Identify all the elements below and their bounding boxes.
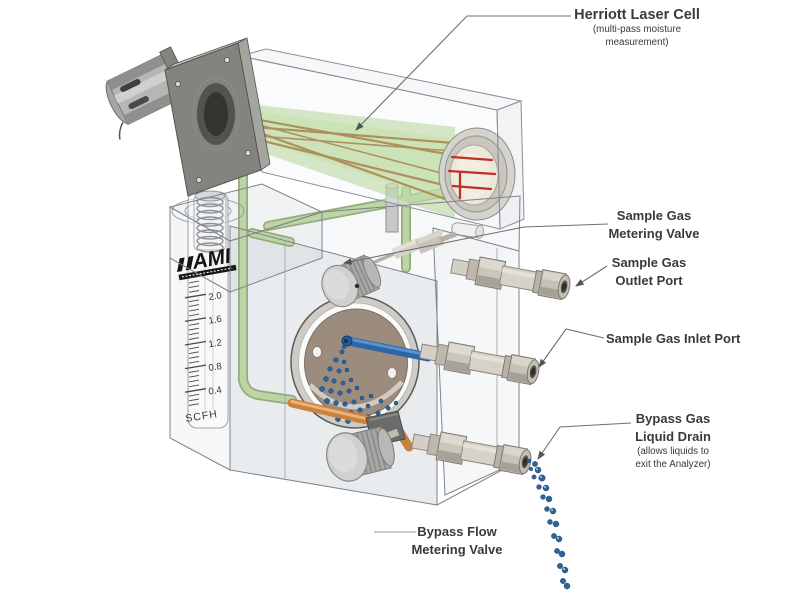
cell-mounting-flange xyxy=(164,37,271,197)
label-title: Herriott Laser Cell xyxy=(574,7,700,23)
cell-mirror xyxy=(438,127,516,221)
herriott-laser-cell xyxy=(105,37,525,230)
blue-inlet-tube xyxy=(341,335,433,362)
label-bypass-flow-metering-valve: Bypass Flow Metering Valve xyxy=(411,524,503,557)
flowmeter-scale-values: 2.0 1.6 1.2 0.8 0.4 xyxy=(208,290,223,397)
leader-liquid-drain xyxy=(537,422,632,460)
svg-text:0.8: 0.8 xyxy=(208,361,223,374)
droplet-glints xyxy=(536,468,565,570)
green-sample-tubing xyxy=(238,163,463,405)
svg-text:0.4: 0.4 xyxy=(208,385,223,398)
svg-text:1.6: 1.6 xyxy=(208,314,223,327)
label-bypass-gas-liquid-drain: Bypass Gas Liquid Drain (allows liquids … xyxy=(635,411,711,470)
liquid-spray-droplets xyxy=(319,344,399,424)
flowmeter-unit: SCFH xyxy=(185,408,219,425)
leader-laser-cell xyxy=(355,15,571,131)
leader-lines xyxy=(342,15,632,533)
svg-text:2.0: 2.0 xyxy=(208,290,223,303)
drain-droplets xyxy=(526,458,571,590)
laser-reflections xyxy=(447,155,497,200)
leader-metering-valve xyxy=(342,223,609,265)
leader-outlet-port xyxy=(575,265,608,287)
label-sample-gas-inlet-port: Sample Gas Inlet Port xyxy=(606,331,741,346)
disk-hole xyxy=(312,346,322,358)
label-subtitle: measurement) xyxy=(605,37,669,49)
label-subtitle: (multi-pass moisture xyxy=(592,24,682,36)
label-sample-gas-outlet-port: Sample Gas Outlet Port xyxy=(611,255,687,288)
flowmeter-scale xyxy=(184,275,207,406)
label-sample-gas-metering-valve: Sample Gas Metering Valve xyxy=(608,208,700,241)
membrane-separator xyxy=(290,295,433,429)
ami-logo: AMI xyxy=(177,244,237,281)
flowmeter: AMI 2.0 1.6 1.2 0.8 0.4 SCFH xyxy=(171,190,245,429)
bypass-flow-metering-valve xyxy=(320,421,400,487)
leader-inlet-port xyxy=(538,328,605,368)
svg-text:1.2: 1.2 xyxy=(208,337,223,350)
disk-hole xyxy=(387,367,397,379)
label-herriott-laser-cell: Herriott Laser Cell (multi-pass moisture… xyxy=(551,6,723,50)
flowmeter-spring xyxy=(193,190,227,253)
